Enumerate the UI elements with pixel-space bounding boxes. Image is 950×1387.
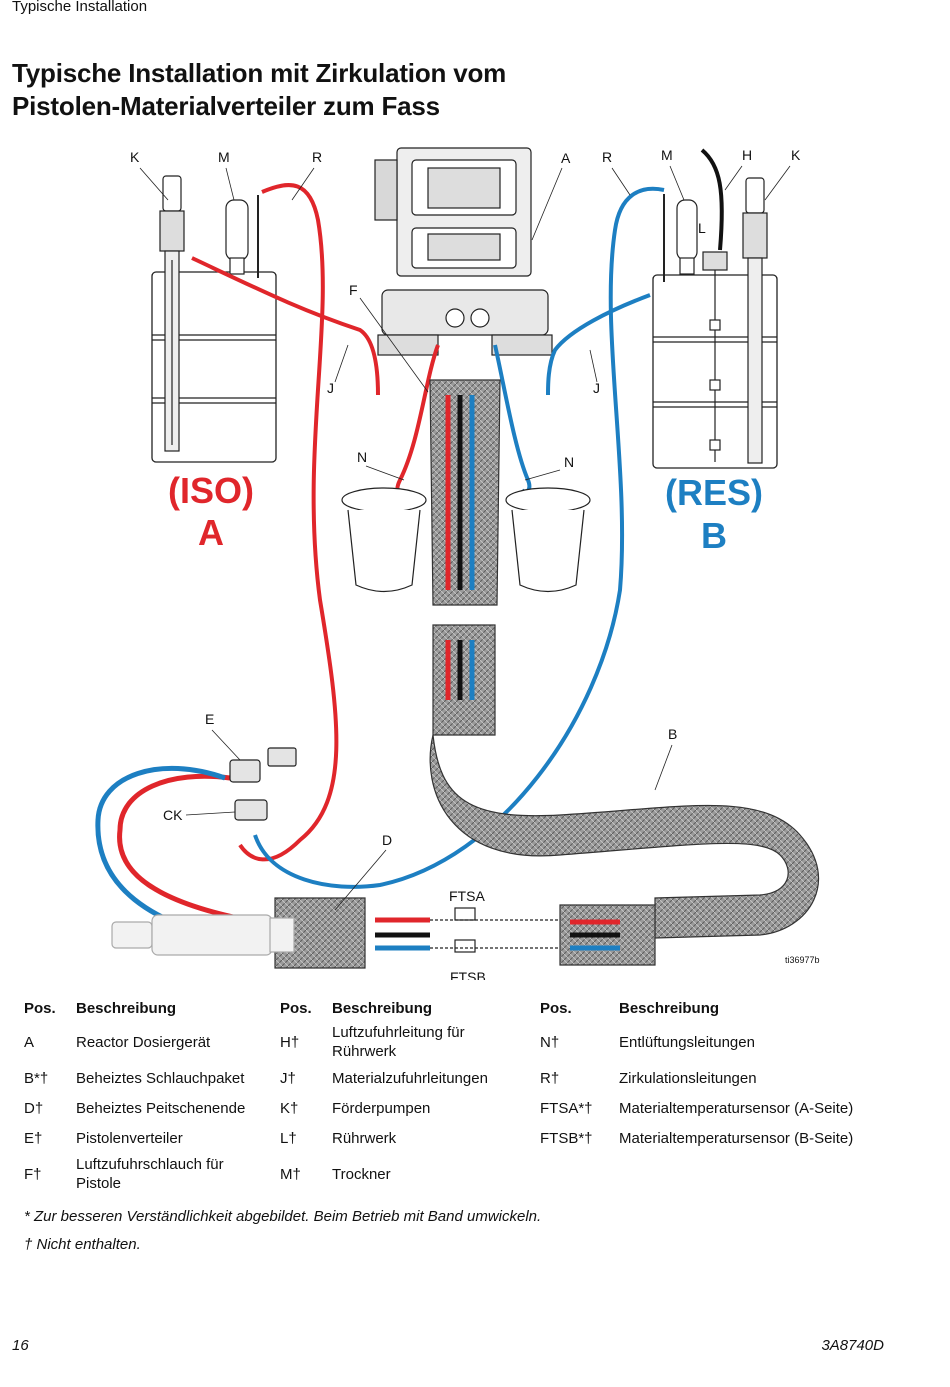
iso-side-letter: A [198,512,224,553]
spray-gun [111,914,295,956]
res-circulation-line [253,186,665,889]
agitator-air-line [700,148,724,251]
res-agitator [702,251,728,462]
document-id: 3A8740D [821,1337,884,1354]
legend-pos: J† [280,1069,296,1087]
legend-pos: M† [280,1165,301,1183]
res-bleed-line [493,344,532,494]
legend-pos: FTSB*† [540,1129,593,1147]
page-title: Typische Installation mit Zirkulation vo… [12,57,506,123]
page-number: 16 [12,1337,29,1354]
legend-desc: Förderpumpen [332,1099,431,1117]
label-D: D [382,832,392,848]
legend-header-desc: Beschreibung [332,1000,433,1017]
label-M-left: M [218,149,230,165]
legend-header-row: Pos. Beschreibung Pos. Beschreibung Pos.… [18,997,885,1021]
legend-row: B*† Beheiztes Schlauchpaket J† Materialz… [18,1063,885,1093]
iso-side-name: (ISO) [168,470,254,511]
label-CK: CK [163,807,183,823]
legend-header-desc: Beschreibung [619,1000,720,1017]
legend-desc: Trockner [332,1165,391,1183]
leader-lines [139,165,791,911]
label-M-right: M [661,147,673,163]
legend-desc: Luftzufuhrleitung für Rührwerk [332,1024,465,1060]
legend-pos: B*† [24,1069,49,1087]
note-asterisk: * Zur besseren Verständlichkeit abgebild… [24,1208,542,1225]
res-dryer [676,199,698,275]
bundle-inner-hoses [375,395,620,951]
legend-pos: A [24,1033,35,1051]
res-side-letter: B [701,515,727,556]
iso-whip-line [117,773,276,928]
parts-legend: Pos. Beschreibung Pos. Beschreibung Pos.… [18,997,885,1195]
iso-vent-pail [341,487,427,593]
legend-desc: Luftzufuhrschlauch für Pistole [76,1156,224,1192]
label-H: H [742,147,752,163]
legend-pos: D† [24,1099,44,1117]
running-header: Typische Installation [12,0,148,15]
page-title-line-1: Typische Installation mit Zirkulation vo… [12,58,507,88]
iso-supply-line [191,256,380,396]
legend-desc: Beheiztes Schlauchpaket [76,1069,245,1087]
legend-pos: E† [24,1129,43,1147]
label-J-left: J [327,380,334,396]
legend-desc: Pistolenverteiler [76,1129,183,1147]
page-title-line-2: Pistolen-Materialverteiler zum Fass [12,91,440,121]
legend-desc: Entlüftungsleitungen [619,1033,755,1051]
legend-pos: N† [540,1033,560,1051]
label-F: F [349,282,358,298]
legend-desc: Materialzufuhrleitungen [332,1069,488,1087]
legend-desc: Materialtemperatursensor (B-Seite) [619,1129,854,1147]
temperature-sensors [430,907,560,953]
legend-desc: Reactor Dosiergerät [76,1033,211,1051]
legend-desc: Rührwerk [332,1129,397,1147]
legend-desc [613,1153,885,1195]
legend-header-pos: Pos. [24,1000,56,1017]
gun-manifold [229,747,297,821]
label-FTSA: FTSA [449,888,485,904]
legend-desc: Zirkulationsleitungen [619,1069,757,1087]
legend-header-desc: Beschreibung [76,1000,177,1017]
legend-row: A Reactor Dosiergerät H† Luftzufuhrleitu… [18,1021,885,1063]
res-side-name: (RES) [665,472,763,513]
legend-desc: Beheiztes Peitschenende [76,1099,246,1117]
label-K-right: K [791,147,801,163]
res-feed-pump [742,177,768,464]
figure-id: ti36977b [785,955,820,965]
reactor-proportioner [374,147,553,356]
label-R-left: R [312,149,322,165]
installation-diagram: K M R A R M H K L F J J N N E CK B D FTS… [95,147,820,980]
label-L: L [698,220,706,236]
label-B: B [668,726,677,742]
label-N-right: N [564,454,574,470]
iso-circulation-line [238,183,339,862]
legend-pos: R† [540,1069,560,1087]
res-supply-line [546,293,651,396]
legend-row: D† Beheiztes Peitschenende K† Förderpump… [18,1093,885,1123]
label-E: E [205,711,214,727]
legend-pos: L† [280,1129,297,1147]
legend-header-pos: Pos. [280,1000,312,1017]
legend-pos: K† [280,1099,299,1117]
legend-header-pos: Pos. [540,1000,572,1017]
res-vent-pail [505,487,591,593]
label-J-right: J [593,380,600,396]
label-N-left: N [357,449,367,465]
legend-desc: Materialtemperatursensor (A-Seite) [619,1099,854,1117]
legend-row: E† Pistolenverteiler L† Rührwerk FTSB*† … [18,1123,885,1153]
iso-dryer [225,199,249,275]
legend-pos: F† [24,1165,42,1183]
label-R-right: R [602,149,612,165]
iso-feed-pump [159,175,185,452]
label-FTSB: FTSB [450,969,486,980]
legend-pos: H† [280,1033,300,1051]
note-dagger: † Nicht enthalten. [24,1236,141,1253]
legend-row: F† Luftzufuhrschlauch für Pistole M† Tro… [18,1153,885,1195]
legend-pos: FTSA*† [540,1099,593,1117]
label-A: A [561,150,571,166]
label-K-left: K [130,149,140,165]
legend-pos [534,1153,613,1195]
